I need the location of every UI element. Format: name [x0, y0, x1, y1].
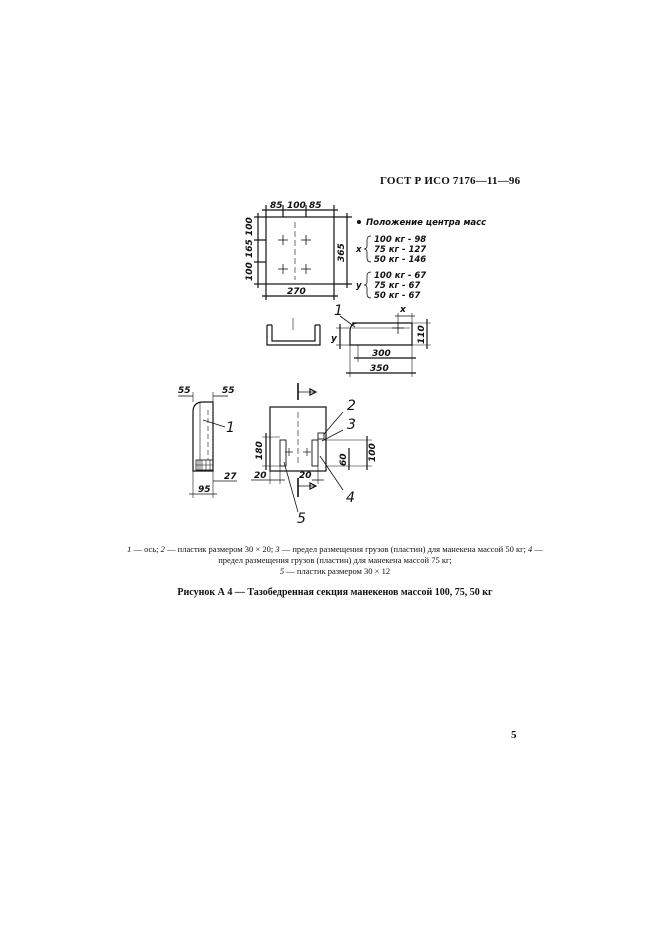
- side-dim-inner: 300: [372, 349, 391, 359]
- side-dim-total: 350: [370, 364, 389, 374]
- top-dim-c: 85: [309, 201, 322, 211]
- figure-caption: Рисунок А 4 — Тазобедренная секция манек…: [177, 587, 493, 598]
- x-value-1: 100 кг - 98: [374, 235, 426, 245]
- legend-num-4: 4: [528, 544, 533, 554]
- front-dim-100: 100: [368, 443, 378, 462]
- figure-legend: 1 — ось; 2 — пластик размером 30 × 20; 3…: [120, 544, 550, 577]
- legend-num-1: 1: [127, 544, 132, 554]
- front-dim-20-left: 20: [254, 471, 267, 481]
- callout-5: 5: [297, 511, 306, 527]
- top-dim-b: 100: [287, 201, 306, 211]
- legend-text-5: — пластик размером 30 × 12: [284, 566, 391, 576]
- section-view: [178, 392, 237, 498]
- legend-text-3: — предел размещения грузов (пластин) для…: [279, 544, 529, 554]
- side-dim-y: y: [331, 334, 338, 344]
- callout-1-side: 1: [334, 303, 343, 319]
- front-dim-60: 60: [339, 453, 349, 466]
- callout-4: 4: [346, 490, 355, 506]
- legend-text-1: — ось;: [131, 544, 161, 554]
- callout-2: 2: [347, 398, 356, 414]
- top-dim-a: 85: [270, 201, 283, 211]
- legend-text-4: — предел размещения грузов (пластин) для…: [218, 544, 543, 565]
- document-header: ГОСТ Р ИСО 7176—11—96: [380, 175, 521, 187]
- left-dim-c: 100: [245, 262, 255, 281]
- section-dim-95: 95: [198, 485, 211, 495]
- left-dim-b: 165: [245, 239, 255, 258]
- legend-text-2: — пластик размером 30 × 20;: [164, 544, 276, 554]
- side-dim-x: x: [399, 305, 407, 315]
- callout-3: 3: [347, 417, 356, 433]
- y-value-2: 75 кг - 67: [374, 281, 420, 291]
- y-label: y: [356, 281, 362, 291]
- x-value-2: 75 кг - 127: [374, 245, 426, 255]
- bullet-icon: [357, 220, 361, 224]
- section-dim-right: 55: [222, 386, 235, 396]
- y-value-1: 100 кг - 67: [374, 271, 426, 281]
- section-dim-left: 55: [178, 386, 191, 396]
- top-view: [254, 205, 352, 300]
- legend-num-2: 2: [160, 544, 165, 554]
- side-view: [336, 313, 431, 377]
- x-label: x: [355, 245, 362, 255]
- legend-num-5: 5: [279, 566, 285, 576]
- section-dim-27: 27: [224, 472, 237, 482]
- mass-center-title: Положение центра масс: [366, 218, 486, 228]
- front-dim-180: 180: [255, 441, 265, 460]
- front-view: [251, 383, 372, 513]
- side-dim-height: 110: [417, 325, 427, 344]
- legend-num-3: 3: [275, 544, 280, 554]
- callout-1-section: 1: [226, 420, 235, 436]
- end-view: [266, 318, 321, 346]
- page-number: 5: [511, 729, 517, 741]
- right-dim: 365: [337, 243, 347, 262]
- front-dim-20-right: 20: [299, 471, 312, 481]
- bottom-dim: 270: [287, 287, 306, 297]
- y-value-3: 50 кг - 67: [374, 291, 420, 301]
- x-value-3: 50 кг - 146: [374, 255, 426, 265]
- left-dim-a: 100: [245, 217, 255, 236]
